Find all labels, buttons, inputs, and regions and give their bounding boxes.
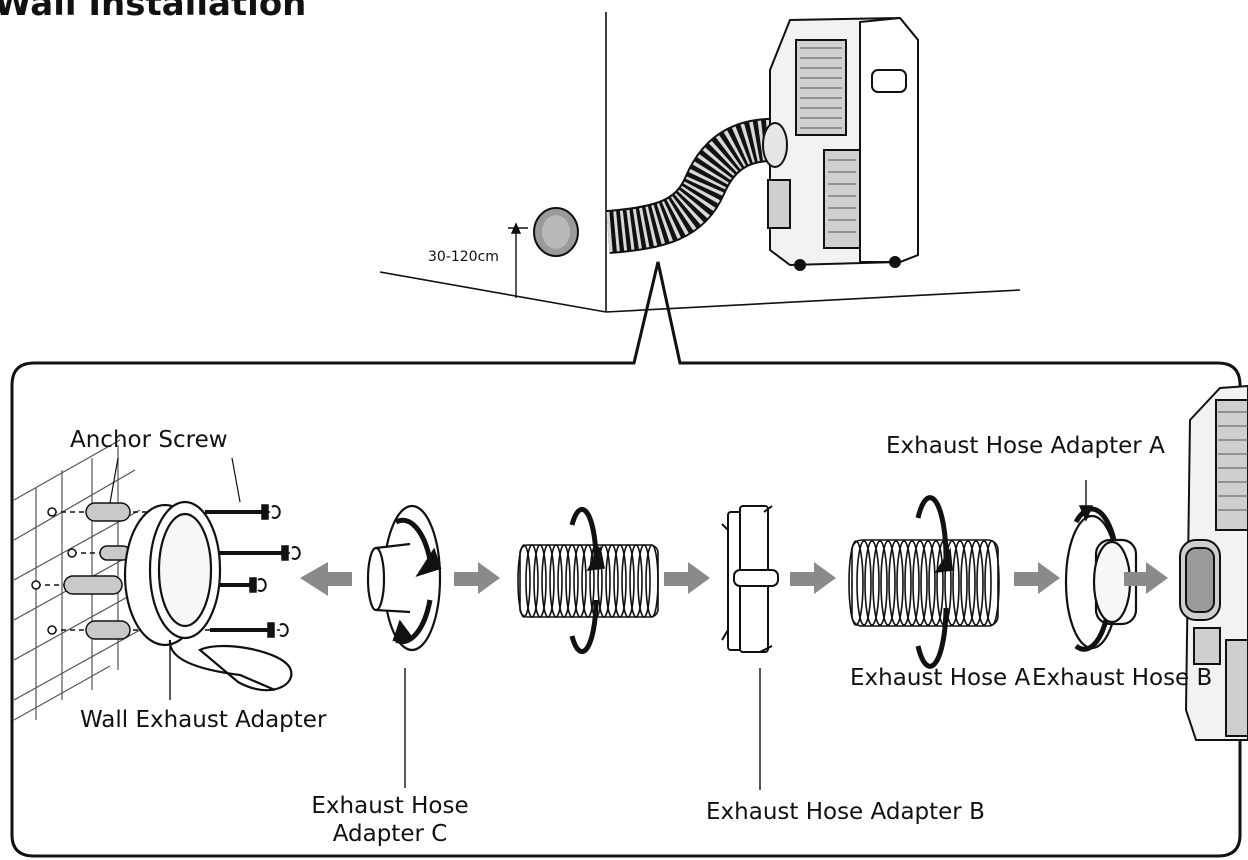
label-anchor-screw: Anchor Screw (70, 427, 228, 453)
height-range-label: 30-120cm (428, 249, 499, 265)
page-title: Wall Installation (0, 0, 307, 24)
flow-arrows (300, 562, 1168, 596)
label-adapter-c-line1: Exhaust Hose (311, 793, 469, 819)
exhaust-hose-part-2 (848, 495, 1000, 669)
ac-unit-icon (762, 16, 919, 271)
exhaust-hose-part-1 (517, 506, 659, 655)
arrow-right-icon (1124, 562, 1168, 594)
label-adapter-b: Exhaust Hose Adapter B (706, 799, 985, 825)
leader-lines (404, 480, 1094, 790)
label-adapter-a: Exhaust Hose Adapter A (886, 433, 1165, 459)
room-scene (379, 12, 1021, 313)
height-dimension (508, 222, 528, 298)
label-adapter-c: Exhaust Hose Adapter C (300, 792, 480, 848)
brick-wall (13, 439, 141, 721)
label-wall-exhaust-adapter: Wall Exhaust Adapter (80, 707, 327, 733)
exhaust-hose-adapter-c-part (366, 504, 442, 652)
ac-unit-back-icon (1179, 384, 1248, 741)
arrow-left-icon (300, 562, 352, 596)
wall-vent-icon (533, 207, 579, 257)
label-adapter-c-line2: Adapter C (332, 821, 448, 847)
label-hose-a: Exhaust Hose A (850, 665, 1031, 691)
label-hose-b: Exhaust Hose B (1032, 665, 1213, 691)
exhaust-hose-adapter-b-part (721, 505, 779, 653)
wall-exhaust-adapter-part (123, 500, 293, 700)
arrow-right-icon (1014, 562, 1060, 594)
arrow-right-icon (664, 562, 710, 594)
detail-callout-frame (10, 261, 1242, 858)
arrow-right-icon (454, 562, 500, 594)
top-flex-hose (606, 117, 784, 254)
arrow-right-icon (790, 562, 836, 594)
